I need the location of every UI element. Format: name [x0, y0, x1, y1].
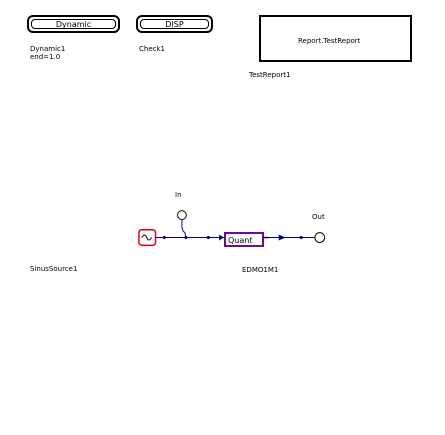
junction-dot-out — [299, 235, 303, 240]
report-box-text: Report.TestReport — [298, 37, 361, 45]
disp-button-label: DISP — [140, 19, 209, 29]
disp-button[interactable]: DISP — [136, 15, 213, 33]
dynamic-button-label: Dynamic — [31, 19, 116, 29]
in-port-label: In — [175, 191, 182, 199]
check1-label: Check1 — [139, 45, 165, 53]
wire-in-port — [181, 219, 187, 238]
quant-block[interactable]: Quant — [224, 232, 264, 247]
end-time-label: end=1.0 — [30, 53, 61, 61]
sinus-source-icon[interactable] — [138, 228, 157, 247]
edmo1m1-label: EDMO1M1 — [242, 266, 279, 274]
in-port-icon[interactable] — [177, 210, 187, 220]
out-port-label: Out — [312, 213, 325, 221]
dynamic1-label: Dynamic1 — [30, 45, 66, 53]
arrow-out-icon — [278, 234, 286, 241]
dynamic-button[interactable]: Dynamic — [27, 15, 120, 33]
arrow-into-quant-icon — [219, 234, 224, 241]
sinussource1-label: SinusSource1 — [30, 265, 78, 273]
junction-dot-left — [162, 235, 166, 240]
report-box[interactable]: Report.TestReport — [259, 15, 412, 62]
junction-dot-right — [206, 235, 210, 240]
testreport1-label: TestReport1 — [249, 71, 291, 79]
quant-label: Quant — [228, 236, 253, 245]
out-port-icon[interactable] — [314, 232, 326, 243]
